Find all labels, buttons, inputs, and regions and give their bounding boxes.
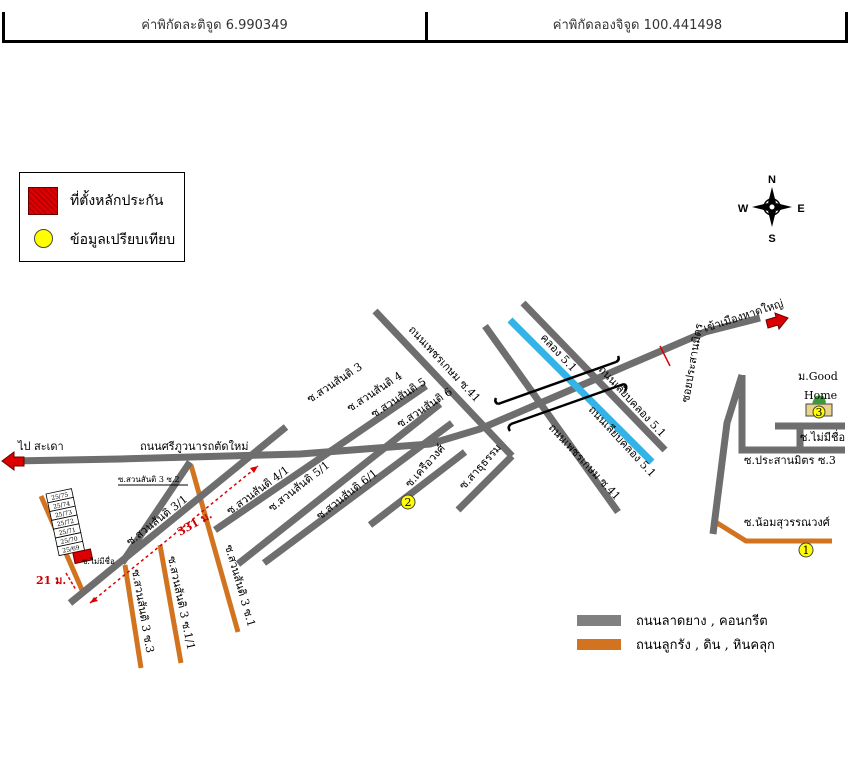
svg-text:2: 2 [405, 496, 412, 509]
road-suansanti3-11 [157, 544, 184, 664]
compass-s: S [768, 233, 775, 245]
label-dist-21: 21 ม. [36, 574, 66, 587]
boundary-tick [659, 345, 671, 367]
label-noname-left: ซ.ไม่มีชื่อ [82, 555, 115, 566]
road-khlongmai [367, 449, 468, 528]
divider [845, 12, 848, 43]
compass-e: E [797, 203, 804, 215]
road-suansanti3-3 [122, 564, 144, 669]
road-legend-paved: ถนนลาดยาง , คอนกรีต [636, 613, 768, 629]
label-suansanti31: ซ.สวนสันติ 3/1 [124, 493, 190, 549]
comparison-swatch [34, 229, 53, 248]
collateral-swatch [28, 187, 58, 215]
label-noname-right: ซ.ไม่มีชื่อ [800, 429, 845, 444]
bridge-icon [494, 355, 628, 432]
coordinate-bar: ค่าพิกัดละติจูด 6.990349 ค่าพิกัดลองจิจู… [2, 10, 848, 43]
parcel-cell [56, 540, 86, 557]
road-suansanti3-1 [188, 464, 241, 633]
gravel-roads [38, 464, 832, 669]
distance-21-line [65, 572, 77, 591]
compass-w: W [738, 203, 749, 215]
road-nomsuwan [712, 518, 832, 544]
label-main-road: ถนนศรีภูวนารถตัดใหม่ [140, 440, 248, 453]
parcel-label: 25/73 [54, 509, 73, 519]
road-type-legend: ถนนลาดยาง , คอนกรีต ถนนลูกรัง , ดิน , หิ… [577, 613, 775, 653]
divider [425, 12, 428, 43]
parcel-label: 25/70 [60, 535, 79, 545]
map-legend: ที่ตั้งหลักประกัน ข้อมูลเปรียบเทียบ [19, 172, 185, 262]
distance-331-line [89, 465, 259, 604]
paved-roads [11, 300, 845, 606]
comparison-marker-2: 2 [400, 494, 416, 510]
label-prasanmit3: ซ.ประสานมิตร ซ.3 [744, 454, 836, 467]
road-phetkasem-bot [482, 323, 621, 515]
parcel-label: 25/72 [56, 518, 75, 528]
parcel-label: 25/74 [53, 500, 72, 510]
longitude-text: ค่าพิกัดลองจิจูด 100.441498 [552, 18, 723, 33]
compass-n: N [768, 174, 776, 186]
goodhome-icon: 3 [805, 395, 833, 419]
road-suansanti51 [235, 401, 443, 567]
road-suansanti31 [67, 424, 289, 606]
latitude-text: ค่าพิกัดละติจูด 6.990349 [141, 18, 288, 33]
label-prasanmit: ซอยประสานมิตร [679, 322, 706, 403]
road-legend-gravel: ถนนลูกรัง , ดิน , หินคลุก [636, 638, 775, 653]
svg-text:3: 3 [816, 406, 823, 419]
road-main [11, 314, 761, 465]
road-satharam [455, 453, 515, 513]
collateral-parcel [72, 548, 94, 565]
road-canal-top [520, 300, 668, 453]
parcel-label: 25/69 [62, 544, 81, 554]
label-suansanti3-2: ซ.สวนสันติ 3 ซ.2 [118, 475, 180, 484]
svg-text:1: 1 [803, 544, 810, 557]
arrow-east-icon [765, 312, 789, 331]
road-phetkasem-top [372, 308, 515, 459]
legend-collateral-label: ที่ตั้งหลักประกัน [70, 193, 164, 209]
road-suansanti3-2 [119, 460, 193, 565]
parcel-label: 25/75 [51, 491, 70, 501]
canal-line [507, 317, 655, 465]
label-goodhome-1: ม.Good [798, 370, 838, 383]
road-suansanti41 [213, 383, 428, 533]
road-suansanti61 [261, 420, 455, 566]
compass-icon: N S E W [738, 174, 805, 245]
road-prasanmit3 [738, 375, 845, 454]
label-goodhome-2: Home [804, 389, 837, 402]
comparison-marker-1: 1 [798, 542, 814, 558]
label-to-sadao: ไป สะเดา [17, 440, 64, 453]
label-nomsuwan: ซ.น้อมสุวรรณวงศ์ [744, 516, 830, 529]
label-to-hatyai: เข้าเมืองหาดใหญ่ [702, 297, 785, 335]
parcel-label: 25/71 [58, 527, 76, 537]
legend-comparison-label: ข้อมูลเปรียบเทียบ [70, 232, 176, 248]
divider [2, 12, 5, 43]
road-prasanmit [709, 373, 746, 535]
gravel-swatch [577, 639, 621, 650]
arrow-west-icon [1, 451, 25, 471]
paved-swatch [577, 615, 621, 626]
